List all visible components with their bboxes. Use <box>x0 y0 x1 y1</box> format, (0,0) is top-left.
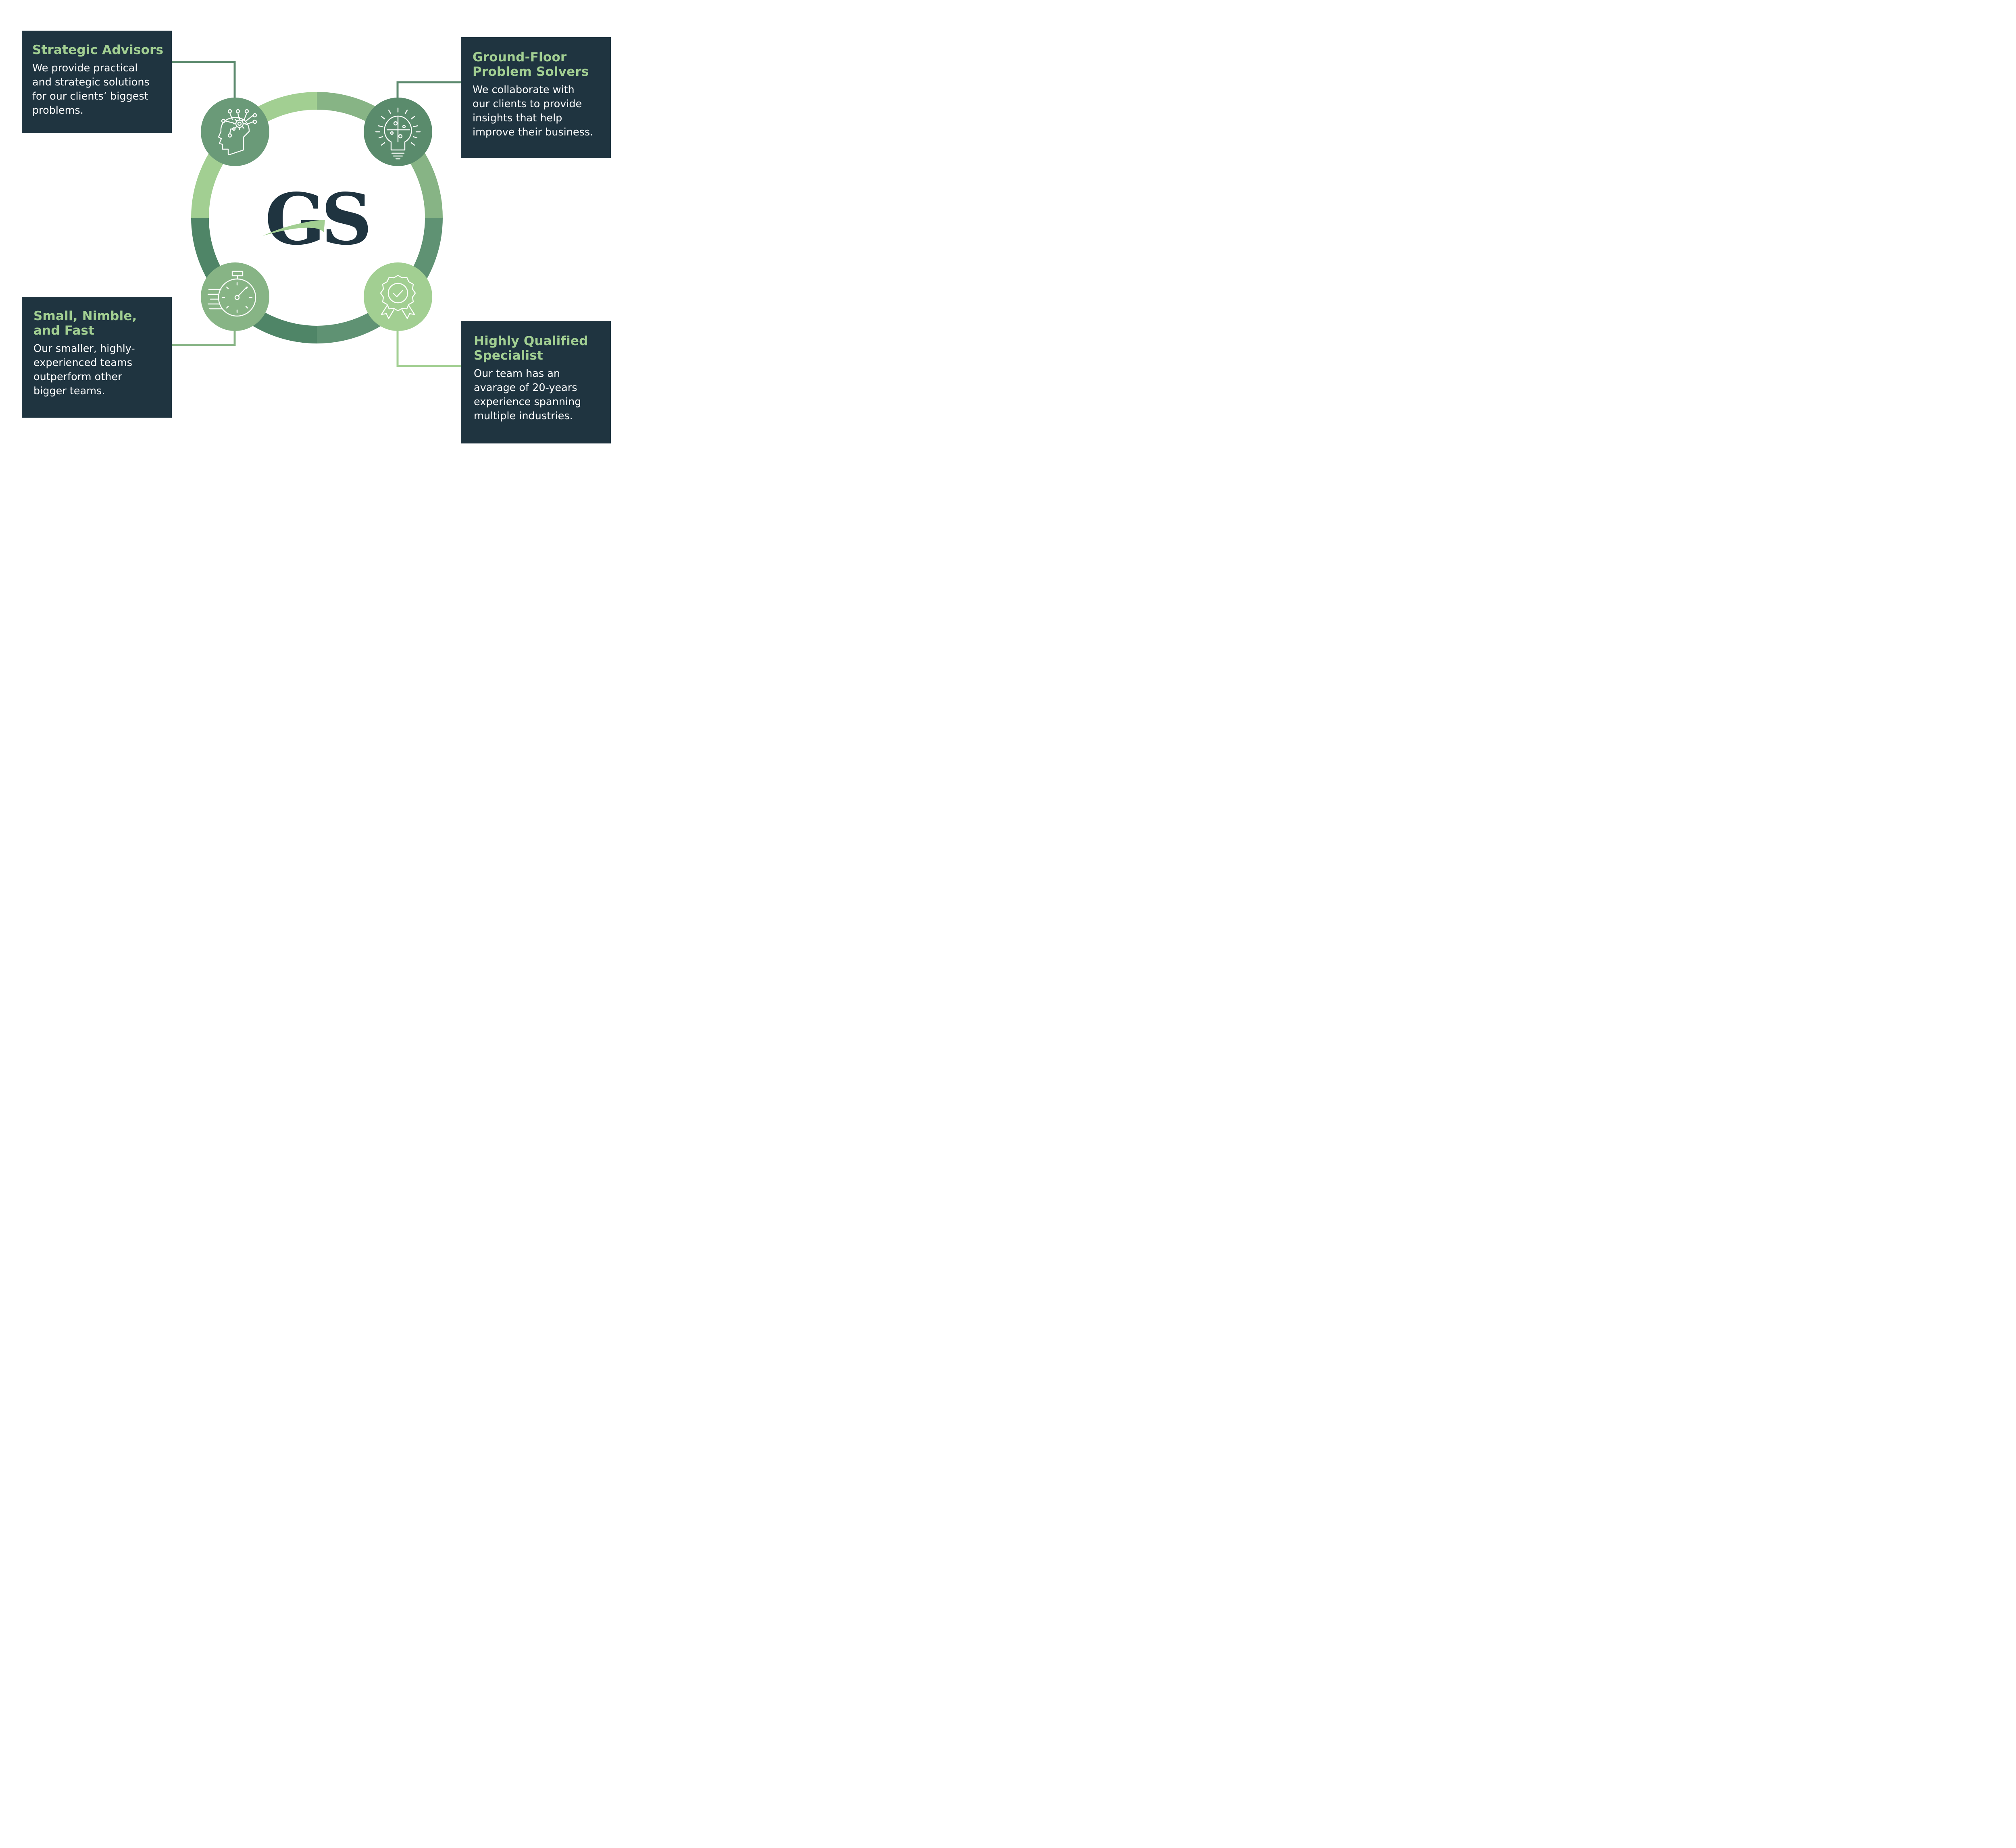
stopwatch-icon <box>207 271 256 317</box>
head-gear-icon <box>218 109 257 156</box>
card-title: Highly Qualified Specialist <box>474 334 588 363</box>
logo-text: GS <box>265 178 368 261</box>
card-body: Our team has an avarage of 20-years expe… <box>474 368 581 422</box>
card-body: Our smaller, highly- experienced teams o… <box>33 343 135 397</box>
gs-logo: GS <box>263 178 372 261</box>
card-title: Small, Nimble, and Fast <box>33 309 137 338</box>
connector-ground-floor <box>396 81 466 99</box>
card-ground-floor-problem-solvers: Ground-Floor Problem Solvers We collabor… <box>461 37 611 158</box>
diagram-canvas: GS <box>163 61 466 367</box>
lightbulb-puzzle-icon <box>375 107 421 160</box>
card-body: We collaborate with our clients to provi… <box>473 84 594 138</box>
logo-swoosh <box>263 220 325 236</box>
connectors <box>163 61 466 367</box>
connector-qualified <box>396 331 466 367</box>
card-title: Ground-Floor Problem Solvers <box>473 50 589 79</box>
card-title: Strategic Advisors <box>32 43 164 57</box>
connector-small-nimble <box>163 331 236 346</box>
card-strategic-advisors: Strategic Advisors We provide practical … <box>22 31 172 133</box>
connector-strategic <box>163 61 236 99</box>
circle-strategic <box>201 98 269 166</box>
card-body: We provide practical and strategic solut… <box>32 62 150 117</box>
card-highly-qualified-specialist: Highly Qualified Specialist Our team has… <box>461 321 611 443</box>
card-small-nimble-fast: Small, Nimble, and Fast Our smaller, hig… <box>22 297 172 418</box>
award-badge-icon <box>380 275 416 319</box>
circle-qualified <box>364 262 432 331</box>
